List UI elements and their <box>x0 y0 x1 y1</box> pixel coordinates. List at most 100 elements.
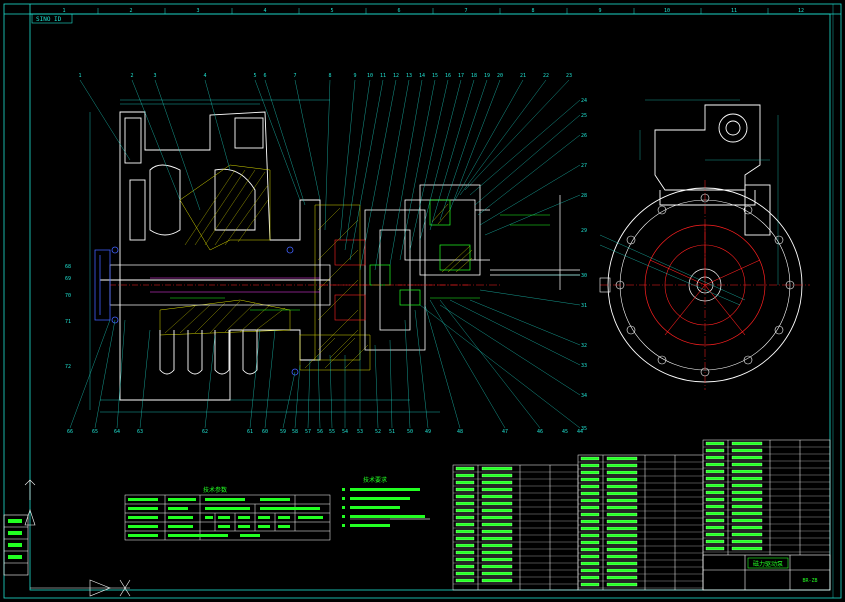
bom-cell-fill <box>455 564 475 569</box>
bom-cell-fill <box>481 473 513 478</box>
bom-cell-fill <box>731 525 763 530</box>
bom-cell-fill <box>731 518 763 523</box>
grid-label-4: 4 <box>263 8 266 14</box>
bom-cell-fill <box>606 526 638 531</box>
notes-title: 技术要求 <box>363 476 387 484</box>
part-number-62: 62 <box>202 429 208 435</box>
part-number-27: 27 <box>581 163 587 169</box>
bom-cell-fill <box>455 501 475 506</box>
bom-cell-fill <box>580 505 600 510</box>
part-number-52: 52 <box>375 429 381 435</box>
margin-fills <box>8 519 22 559</box>
part-number-29: 29 <box>581 228 587 234</box>
bom-cell-fill <box>481 557 513 562</box>
part-number-5: 5 <box>253 73 256 79</box>
part-number-58: 58 <box>292 429 298 435</box>
part-number-19: 19 <box>484 73 490 79</box>
bom-cell-fill <box>705 455 725 460</box>
part-number-47: 47 <box>502 429 508 435</box>
bom-cell-fill <box>580 547 600 552</box>
grid-label-11: 11 <box>731 8 737 14</box>
bom-cell-fill <box>606 470 638 475</box>
bom-cell-fill <box>606 547 638 552</box>
bom-cell-fill <box>606 484 638 489</box>
bom-cell-fill <box>731 490 763 495</box>
part-number-45: 45 <box>562 429 568 435</box>
tech-table-title: 技术参数 <box>203 486 227 494</box>
bom-cell-fill <box>731 441 763 446</box>
part-number-50: 50 <box>407 429 413 435</box>
bom-cell-fill <box>606 456 638 461</box>
part-number-25: 25 <box>581 113 587 119</box>
part-number-64: 64 <box>114 429 120 435</box>
bom-cell-fill <box>606 512 638 517</box>
part-number-20: 20 <box>497 73 503 79</box>
bom-cell-fill <box>455 571 475 576</box>
bom-cell-fill <box>731 546 763 551</box>
part-number-30: 30 <box>581 273 587 279</box>
bom-cell-fill <box>705 532 725 537</box>
bom-cell-fill <box>705 504 725 509</box>
part-number-16: 16 <box>445 73 451 79</box>
technical-notes <box>342 488 425 527</box>
part-number-2: 2 <box>130 73 133 79</box>
part-number-26: 26 <box>581 133 587 139</box>
part-number-12: 12 <box>393 73 399 79</box>
bom-cell-fill <box>705 497 725 502</box>
bom-cell-fill <box>580 456 600 461</box>
grid-label-8: 8 <box>531 8 534 14</box>
bom-cell-fill <box>481 508 513 513</box>
bom-cell-fill <box>455 508 475 513</box>
bom-cell-fill <box>731 448 763 453</box>
bom-cell-fill <box>606 582 638 587</box>
bom-cell-fill <box>606 568 638 573</box>
bom-row-lines <box>453 441 830 589</box>
bom-cell-fill <box>731 511 763 516</box>
bom-cell-fill <box>705 476 725 481</box>
bom-cell-fill <box>481 522 513 527</box>
part-number-34: 34 <box>581 393 587 399</box>
part-number-31: 31 <box>581 303 587 309</box>
part-number-63: 63 <box>137 429 143 435</box>
bom-cell-fill <box>455 578 475 583</box>
part-number-66: 66 <box>67 429 73 435</box>
bom-cell-fill <box>481 571 513 576</box>
part-number-71: 71 <box>65 319 71 325</box>
bom-cell-fill <box>731 462 763 467</box>
bom-cell-fill <box>481 578 513 583</box>
bom-cell-fill <box>606 575 638 580</box>
bom-cell-fill <box>481 466 513 471</box>
bom-cell-fill <box>705 539 725 544</box>
part-number-8: 8 <box>328 73 331 79</box>
bom-cell-fill <box>580 561 600 566</box>
bom-cell-fill <box>580 533 600 538</box>
bom-cell-fill <box>580 568 600 573</box>
bom-cell-fill <box>705 441 725 446</box>
bom-cell-fill <box>606 491 638 496</box>
part-number-7: 7 <box>293 73 296 79</box>
part-number-13: 13 <box>406 73 412 79</box>
part-number-23: 23 <box>566 73 572 79</box>
bom-cell-fill <box>705 518 725 523</box>
bom-cell-fill <box>705 462 725 467</box>
part-number-57: 57 <box>305 429 311 435</box>
part-number-55: 55 <box>329 429 335 435</box>
bom-cell-fill <box>731 539 763 544</box>
part-number-69: 69 <box>65 276 71 282</box>
bom-cell-fill <box>481 529 513 534</box>
part-number-35: 35 <box>581 426 587 432</box>
part-number-51: 51 <box>389 429 395 435</box>
pump-section-view <box>69 79 581 429</box>
part-number-54: 54 <box>342 429 348 435</box>
bom-cell-fill <box>580 484 600 489</box>
bom-cell-fill <box>705 546 725 551</box>
bom-cell-fill <box>606 477 638 482</box>
part-number-21: 21 <box>520 73 526 79</box>
part-number-17: 17 <box>458 73 464 79</box>
bom-cell-fill <box>580 477 600 482</box>
bom-cell-fill <box>580 512 600 517</box>
part-number-11: 11 <box>380 73 386 79</box>
